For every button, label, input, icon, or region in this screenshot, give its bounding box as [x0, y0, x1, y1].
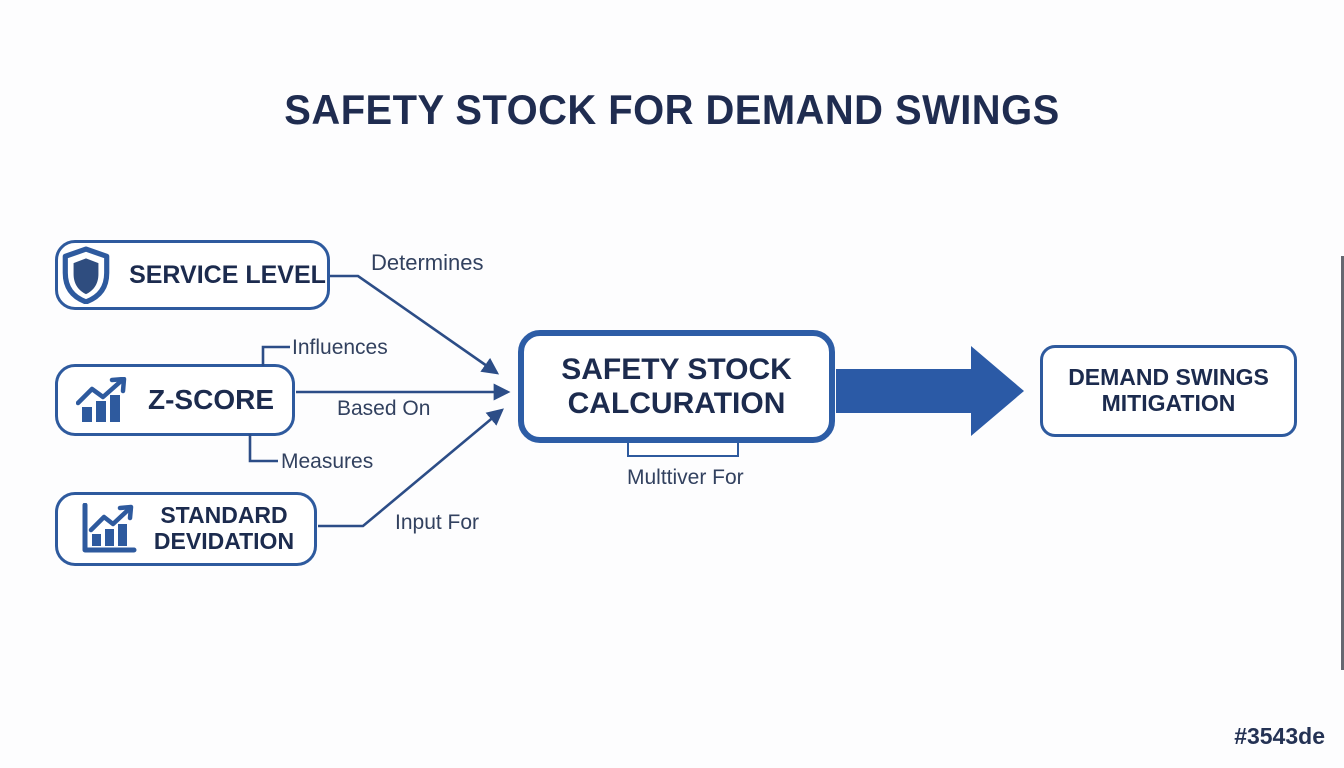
measures-connector: [248, 434, 278, 463]
determines-label: Determines: [371, 250, 484, 275]
demand-swings-label-line2: MITIGATION: [1101, 390, 1236, 416]
multiplier-for-label: Multtiver For: [627, 466, 744, 489]
center-box-bottom-tab: [627, 442, 739, 457]
service-level-node: SERVICE LEVEL: [55, 240, 330, 310]
solid-arrow-right: [836, 346, 1024, 436]
watermark-code: #3543de: [1234, 723, 1325, 749]
z-score-node: Z-SCORE: [55, 364, 295, 436]
screen-edge-artifact-line: [1341, 256, 1344, 670]
standard-deviation-label-line2: DEVIDATION: [153, 528, 295, 554]
standard-deviation-node: STANDARD DEVIDATION: [55, 492, 317, 566]
input-for-label: Input For: [395, 511, 480, 534]
measures-label: Measures: [281, 450, 374, 473]
trend-chart-icon: [76, 377, 132, 423]
axis-trend-chart-icon: [78, 503, 138, 555]
demand-swings-mitigation-node: DEMAND SWINGS MITIGATION: [1040, 345, 1297, 437]
standard-deviation-label-line1: STANDARD: [160, 502, 288, 529]
safety-stock-label-line2: CALCURATION: [567, 386, 786, 420]
z-score-label: Z-SCORE: [148, 384, 274, 416]
page-title: SAFETY STOCK FOR DEMAND SWINGS: [284, 86, 1060, 133]
based-on-label: Based On: [337, 397, 431, 420]
safety-stock-calculation-node: SAFETY STOCK CALCURATION: [518, 330, 835, 443]
service-level-label: SERVICE LEVEL: [129, 261, 326, 289]
shield-icon: [59, 246, 113, 304]
safety-stock-label-line1: SAFETY STOCK: [561, 352, 792, 386]
demand-swings-label-line1: DEMAND SWINGS: [1068, 364, 1269, 391]
influences-label: Influences: [292, 336, 388, 359]
